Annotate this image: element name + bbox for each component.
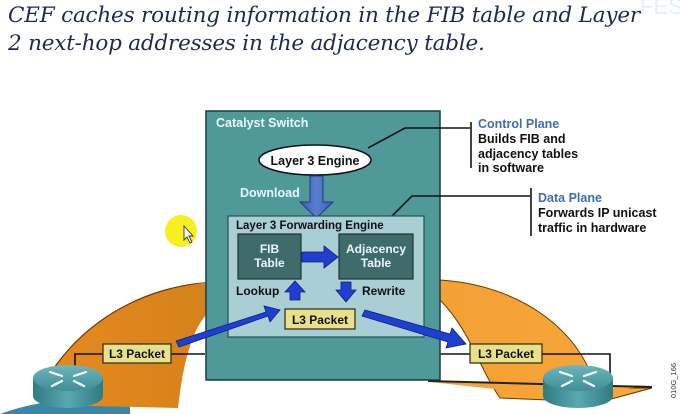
inner-l3-packet-label: L3 Packet: [292, 313, 348, 327]
control-plane-line-1: Builds FIB and: [478, 132, 566, 146]
incoming-packet-arrow: [175, 305, 281, 348]
right-l3-packet: [469, 343, 543, 364]
fib-table-label-2: Table: [254, 256, 285, 270]
right-tail-line: [427, 380, 653, 388]
control-plane-line-2: adjacency tables: [478, 147, 578, 161]
right-l3-packet-label: L3 Packet: [478, 347, 534, 361]
left-router-icon: [33, 365, 103, 408]
adjacency-table: [338, 233, 414, 280]
control-plane-callout-line: [367, 127, 470, 149]
fib-table-label-1: FIB: [260, 242, 280, 256]
forwarding-engine-label: Layer 3 Forwarding Engine: [236, 220, 384, 232]
data-plane-callout-line: [387, 195, 530, 221]
adjacency-table-label-2: Table: [361, 256, 392, 270]
right-router-icon: [543, 365, 613, 408]
download-arrow: [298, 175, 335, 219]
title-line-2: 2 next-hop addresses in the adjacency ta…: [8, 31, 485, 56]
lookup-arrow: [284, 280, 306, 301]
control-plane-line-3: in software: [478, 161, 544, 175]
title-line-1: CEF caches routing information in the FI…: [8, 3, 640, 28]
layer3-engine-label: Layer 3 Engine: [271, 154, 360, 168]
data-plane-heading: Data Plane: [538, 191, 602, 205]
data-plane-line-1: Forwards IP unicast: [538, 206, 657, 220]
layer3-engine: [258, 144, 372, 176]
inner-l3-packet: [284, 308, 356, 330]
rewrite-arrow: [335, 281, 357, 303]
switch-label: Catalyst Switch: [216, 116, 308, 130]
figure-id: 010G_166: [669, 363, 678, 398]
background-watermark: FES: [640, 0, 680, 19]
data-plane-line-2: traffic in hardware: [538, 221, 646, 235]
outgoing-packet-arrow: [361, 309, 467, 349]
lookup-label: Lookup: [236, 284, 279, 298]
mouse-cursor-icon: [183, 224, 195, 244]
rewrite-label: Rewrite: [362, 284, 406, 298]
adjacency-table-label-1: Adjacency: [346, 242, 406, 256]
left-l3-packet: [102, 343, 172, 364]
slide-title: CEF caches routing information in the FI…: [8, 2, 668, 58]
download-label: Download: [240, 186, 300, 200]
fib-table: [237, 233, 302, 280]
control-plane-heading: Control Plane: [478, 117, 559, 131]
fib-to-adjacency-arrow: [301, 245, 339, 269]
left-l3-packet-label: L3 Packet: [109, 347, 165, 361]
